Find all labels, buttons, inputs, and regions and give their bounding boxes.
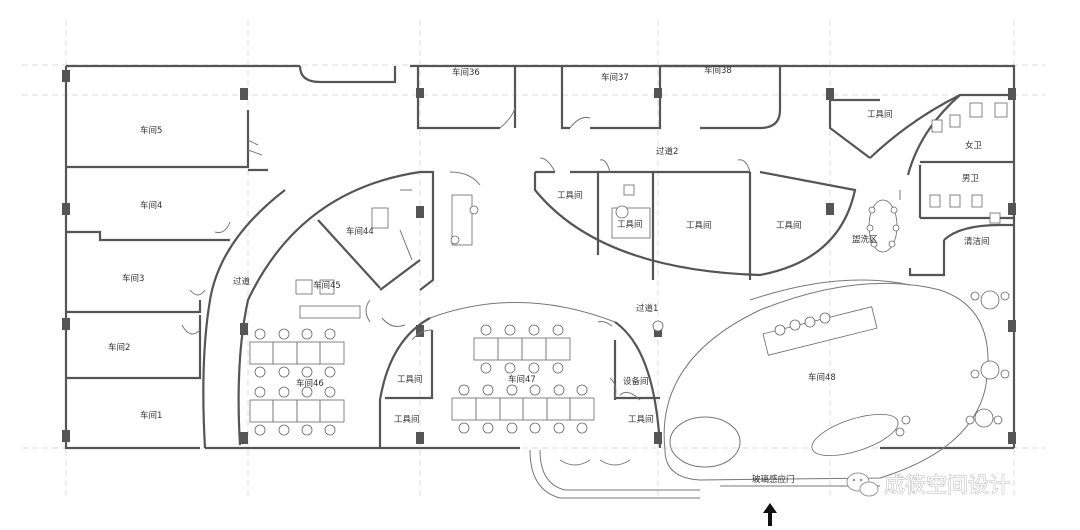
label-tool-room-c: 工具间 [686,221,712,231]
label-workshop-5: 车间5 [140,125,162,136]
label-workshop-38: 车间38 [704,65,732,76]
label-corridor-1: 过道1 [636,303,658,314]
room-labels: 车间5 车间4 车间3 车间2 车间1 过道 车间36 车间37 车间38 工具… [108,65,990,485]
workshop-48 [663,279,1010,481]
watermark-text: 成筱空间设计 [884,473,1010,497]
label-workshop-47: 车间47 [508,374,536,385]
label-corridor: 过道 [233,276,251,287]
label-tool-room-f: 工具间 [394,415,420,425]
label-workshop-3: 车间3 [122,273,144,284]
label-workshop-45: 车间45 [313,280,341,291]
entrance-door [529,449,880,499]
arrow-up-icon [763,503,777,526]
label-glass-sensor-door: 玻璃感应门 [752,474,795,485]
label-workshop-37: 车间37 [601,72,629,83]
restroom-area [828,93,1014,277]
tool-rooms [533,157,857,280]
label-workshop-2: 车间2 [108,342,130,353]
label-workshop-48: 车间48 [808,372,836,383]
label-tool-room-b: 工具间 [617,220,643,230]
label-tool-room-e: 工具间 [397,375,423,385]
label-tool-room-restroom: 工具间 [867,110,893,120]
label-workshop-36: 车间36 [452,67,480,78]
left-workshops [66,110,286,449]
wechat-icon [846,472,879,497]
label-women-restroom: 女卫 [965,140,983,151]
label-wash-area: 盥洗区 [852,234,878,245]
desks-46 [249,328,345,436]
label-tool-room-a: 工具间 [557,191,583,201]
label-cleaning-room: 清洁间 [964,236,990,247]
label-workshop-44: 车间44 [346,226,374,237]
watermark: 成筱空间设计 [846,472,1010,497]
label-tool-room-g: 工具间 [628,415,654,425]
label-workshop-46: 车间46 [296,378,324,389]
label-tool-room-d: 工具间 [776,221,802,231]
workshop-47 [378,302,664,449]
outer-walls [62,64,1016,450]
top-workshops [416,64,782,130]
label-workshop-1: 车间1 [140,410,162,421]
label-men-restroom: 男卫 [962,174,980,184]
label-equipment-room: 设备间 [623,376,649,387]
label-workshop-4: 车间4 [140,200,162,211]
central-curve [237,170,481,446]
label-corridor-2: 过道2 [656,146,678,157]
